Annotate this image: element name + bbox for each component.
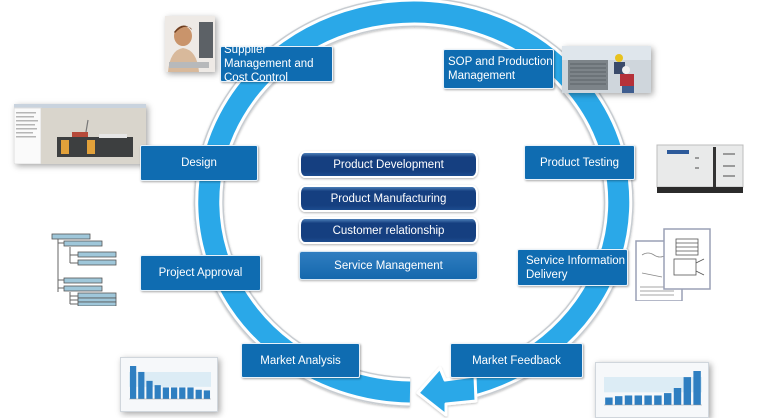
market-analysis-thumb-bar — [129, 366, 137, 399]
person-icon — [165, 16, 215, 72]
stack-service-management-label: Service Management — [334, 259, 443, 272]
step-service-information-delivery-label: Service Information Delivery — [526, 254, 626, 281]
market-analysis-thumb-bar — [146, 380, 153, 399]
market-feedback-thumb-bar — [683, 377, 692, 405]
market-feedback-thumb-bar — [614, 396, 623, 405]
step-supplier-management: Supplier Management and Cost Control — [220, 44, 333, 84]
market-analysis-chart-thumbnail — [120, 357, 218, 412]
stack-product-manufacturing-label: Product Manufacturing — [330, 192, 447, 205]
step-market-feedback-label: Market Feedback — [472, 354, 561, 367]
stack-service-management: Service Management — [299, 251, 478, 280]
step-supplier-management-label: Supplier Management and Cost Control — [224, 44, 314, 84]
market-feedback-thumb-bar — [654, 395, 662, 405]
person-at-computer-photo — [165, 16, 215, 72]
step-service-information-delivery: Service Information Delivery — [517, 249, 628, 286]
stack-customer-relationship: Customer relationship — [299, 217, 478, 244]
stack-product-development-label: Product Development — [333, 158, 444, 171]
market-feedback-thumb-bar — [624, 395, 633, 405]
step-design-label: Design — [181, 157, 217, 169]
tree-hierarchy-diagram — [50, 232, 118, 306]
step-product-testing: Product Testing — [524, 145, 635, 180]
market-analysis-thumb-bar — [195, 389, 202, 399]
stack-product-manufacturing: Product Manufacturing — [299, 185, 478, 212]
cad-software-screenshot — [14, 104, 146, 164]
market-analysis-thumb-bar — [162, 387, 170, 399]
workers-installing-hvac-photo — [562, 46, 651, 93]
step-project-approval-label: Project Approval — [158, 267, 243, 279]
service-manual-pages — [634, 227, 714, 302]
market-analysis-thumb-bar — [138, 371, 145, 399]
stack-product-development: Product Development — [299, 151, 478, 178]
step-product-testing-label: Product Testing — [539, 156, 620, 169]
market-feedback-thumb-bar — [644, 395, 652, 405]
market-analysis-thumb-bar — [170, 387, 178, 399]
generator-unit-photo — [655, 143, 746, 195]
step-design: Design — [140, 145, 258, 181]
ring-arrowhead — [416, 366, 478, 417]
market-analysis-thumb-bar — [187, 387, 194, 399]
step-project-approval: Project Approval — [140, 255, 261, 291]
market-feedback-thumb-bar — [605, 397, 613, 405]
market-analysis-thumb-bar — [154, 385, 161, 399]
market-analysis-thumb-bar — [179, 387, 186, 399]
market-analysis-thumb-bar — [203, 390, 211, 399]
market-feedback-thumb-bar — [634, 395, 643, 405]
step-market-analysis: Market Analysis — [241, 343, 360, 378]
stack-customer-relationship-label: Customer relationship — [332, 224, 445, 237]
market-feedback-chart-thumbnail — [595, 362, 709, 418]
market-feedback-thumb-bar — [663, 393, 672, 405]
market-feedback-thumb-bar — [673, 388, 682, 405]
market-feedback-thumb-bar — [693, 371, 701, 405]
step-market-feedback: Market Feedback — [450, 343, 583, 378]
step-market-analysis-label: Market Analysis — [260, 354, 341, 367]
step-sop-production: SOP and Production Management — [443, 49, 554, 89]
step-sop-production-label: SOP and Production Management — [448, 56, 553, 82]
